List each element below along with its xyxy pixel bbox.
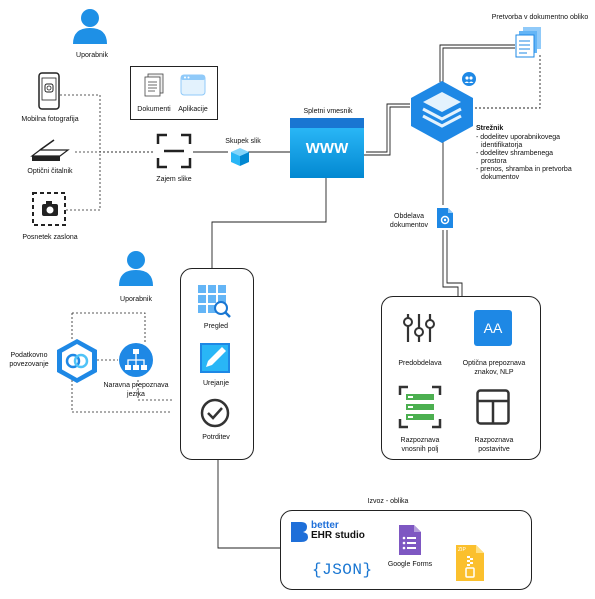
scanner-label: Optični čitalnik	[27, 168, 73, 175]
server-bullet: prostora	[481, 158, 507, 165]
edit-pen-icon[interactable]	[199, 342, 231, 379]
document-stack-icon	[515, 26, 545, 63]
export-title: Izvoz - oblika	[367, 498, 409, 505]
documents-label: Dokumenti	[137, 106, 171, 113]
server-bullet: - dodelitev uporabnikovega	[476, 134, 561, 141]
processing-doc-icon	[436, 207, 454, 234]
screenshot-icon	[32, 192, 66, 231]
server-bullets: - dodelitev uporabnikovega identifikator…	[476, 134, 572, 182]
www-browser-icon[interactable]: WWW	[290, 118, 364, 178]
applications-label: Aplikacije	[178, 106, 208, 113]
applications-icon	[180, 74, 206, 101]
users-badge-icon	[462, 72, 476, 91]
ocr-aa-icon: AA	[474, 310, 512, 346]
zip-file-icon: ZIP	[455, 544, 485, 587]
server-bullet: dokumentov	[481, 174, 520, 181]
web-title: Spletni vmesnik	[303, 108, 353, 115]
nlp-label-1: Naravna prepoznava	[103, 382, 169, 389]
google-forms-label: Google Forms	[387, 561, 433, 568]
data-link-label-1: Podatkovno	[10, 352, 48, 359]
server-icon	[409, 80, 475, 149]
server-title: Strežnik	[476, 125, 504, 132]
user-left-icon	[116, 248, 156, 293]
documents-icon	[143, 73, 165, 102]
better-text: better	[311, 520, 339, 531]
fields-label-1: Razpoznava	[400, 437, 440, 444]
mobile-label: Mobilna fotografija	[21, 116, 79, 123]
layout-icon	[476, 389, 510, 430]
nlp-label-2: jezika	[127, 391, 145, 398]
ehr-studio-text: EHR studio	[311, 530, 365, 541]
user-top-label: Uporabnik	[76, 52, 108, 59]
data-link-icon	[55, 338, 99, 389]
edit-label: Urejanje	[202, 380, 230, 387]
confirm-check-icon[interactable]	[200, 398, 230, 433]
better-ehr-logo: better EHR studio	[289, 520, 389, 546]
google-forms-icon	[398, 524, 422, 561]
review-label: Pregled	[203, 323, 229, 330]
bundle-label: Skupek slik	[225, 138, 261, 145]
capture-label: Zajem slike	[156, 176, 192, 183]
ocr-label-1: Optična prepoznava	[462, 360, 526, 367]
server-bullet: - dodelitev shrambenega	[476, 150, 554, 157]
review-grid-icon[interactable]	[197, 284, 231, 323]
confirm-label: Potrditev	[202, 434, 230, 441]
fields-label-2: vnosnih polj	[401, 446, 439, 453]
cube-icon	[230, 147, 250, 172]
json-logo: {JSON}	[312, 561, 373, 579]
ocr-aa-text: AA	[483, 320, 503, 336]
mobile-phone-icon	[38, 72, 60, 115]
output-doc-label: Pretvorba v dokumentno obliko	[491, 14, 589, 21]
processing-label-1: Obdelava	[394, 213, 424, 220]
scan-frame-icon	[156, 133, 192, 174]
preprocessing-label: Predobdelava	[398, 360, 442, 367]
ocr-label-2: znakov, NLP	[474, 369, 514, 376]
server-bullet: - prenos, shramba in pretvorba	[476, 166, 572, 173]
layout-label-1: Razpoznava	[474, 437, 514, 444]
user-top-icon	[70, 6, 110, 51]
user-left-label: Uporabnik	[120, 296, 152, 303]
server-bullet: identifikatorja	[481, 142, 523, 149]
www-text: WWW	[305, 140, 349, 157]
sliders-icon	[402, 312, 436, 349]
layout-label-2: postavitve	[478, 446, 510, 453]
form-fields-icon	[398, 385, 442, 434]
zip-text: ZIP	[458, 547, 466, 553]
screenshot-label: Posnetek zaslona	[22, 234, 78, 241]
scanner-icon	[30, 138, 70, 169]
processing-label-2: dokumentov	[389, 222, 429, 229]
nlp-hierarchy-icon	[118, 342, 154, 383]
data-link-label-2: povezovanje	[9, 361, 49, 368]
